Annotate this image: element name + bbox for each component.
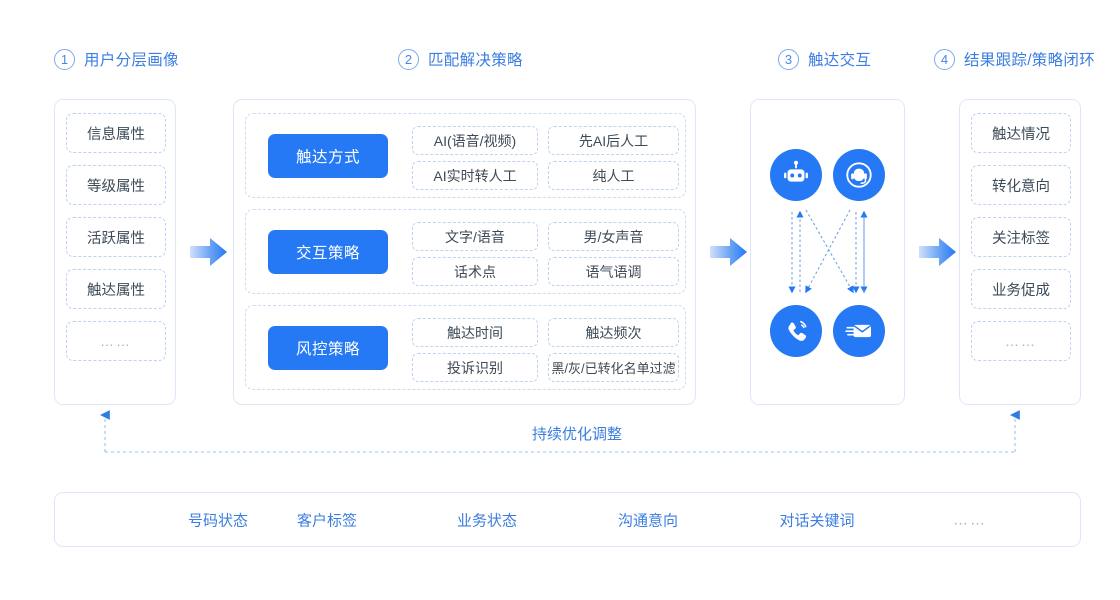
strategy-option-1-3[interactable]: AI实时转人工 <box>412 161 538 190</box>
chip-col4-4[interactable]: 业务促成 <box>971 269 1071 309</box>
chip-col1-1[interactable]: 信息属性 <box>66 113 166 153</box>
chip-col4-more[interactable]: …… <box>971 321 1071 361</box>
panel-touch-interaction <box>750 99 905 405</box>
stage-number-3: 3 <box>778 48 799 70</box>
data-source-item-1[interactable]: 号码状态 <box>187 512 249 529</box>
chip-col1-2[interactable]: 等级属性 <box>66 165 166 205</box>
strategy-label-3[interactable]: 风控策略 <box>268 326 388 370</box>
strategy-option-3-4[interactable]: 黑/灰/已转化名单过滤 <box>548 353 679 382</box>
data-source-item-3[interactable]: 业务状态 <box>456 512 518 529</box>
stage-title-4: 结果跟踪/策略闭环 <box>964 52 1096 69</box>
panel-result-tracking: 触达情况 转化意向 关注标签 业务促成 …… <box>959 99 1081 405</box>
robot-icon[interactable] <box>770 149 822 201</box>
stage-number-1: 1 <box>54 48 75 70</box>
stage-title-2: 匹配解决策略 <box>428 52 523 69</box>
flow-arrow-2-to-3 <box>710 237 748 267</box>
data-source-item-2[interactable]: 客户标签 <box>296 512 358 529</box>
message-envelope-icon[interactable] <box>833 305 885 357</box>
strategy-label-1[interactable]: 触达方式 <box>268 134 388 178</box>
strategy-option-3-3[interactable]: 投诉识别 <box>412 353 538 382</box>
strategy-option-1-4[interactable]: 纯人工 <box>548 161 679 190</box>
stage-title-1: 用户分层画像 <box>84 52 179 69</box>
data-source-bar: 号码状态 客户标签 业务状态 沟通意向 对话关键词 …… <box>54 492 1081 547</box>
chip-col4-2[interactable]: 转化意向 <box>971 165 1071 205</box>
stage-number-2: 2 <box>398 48 419 70</box>
strategy-group-1: 触达方式 AI(语音/视频) 先AI后人工 AI实时转人工 纯人工 <box>245 113 686 198</box>
stage-header-3: 3 触达交互 <box>778 48 871 70</box>
headset-agent-icon[interactable] <box>833 149 885 201</box>
chip-col4-1[interactable]: 触达情况 <box>971 113 1071 153</box>
data-source-item-5[interactable]: 对话关键词 <box>779 512 855 529</box>
strategy-label-2[interactable]: 交互策略 <box>268 230 388 274</box>
data-source-item-more[interactable]: …… <box>953 511 987 528</box>
stage-number-4: 4 <box>934 48 955 70</box>
stage-header-4: 4 结果跟踪/策略闭环 <box>934 48 1095 70</box>
strategy-group-2: 交互策略 文字/语音 男/女声音 话术点 语气语调 <box>245 209 686 294</box>
chip-col4-3[interactable]: 关注标签 <box>971 217 1071 257</box>
data-source-item-4[interactable]: 沟通意向 <box>617 512 679 529</box>
chip-col1-4[interactable]: 触达属性 <box>66 269 166 309</box>
strategy-option-1-2[interactable]: 先AI后人工 <box>548 126 679 155</box>
flow-arrow-3-to-4 <box>919 237 957 267</box>
chip-col1-3[interactable]: 活跃属性 <box>66 217 166 257</box>
stage-header-2: 2 匹配解决策略 <box>398 48 523 70</box>
feedback-loop-label: 持续优化调整 <box>522 423 633 444</box>
strategy-option-3-2[interactable]: 触达频次 <box>548 318 679 347</box>
interaction-connectors <box>788 209 868 294</box>
panel-strategy-matching: 触达方式 AI(语音/视频) 先AI后人工 AI实时转人工 纯人工 交互策略 文… <box>233 99 696 405</box>
panel-user-profile: 信息属性 等级属性 活跃属性 触达属性 …… <box>54 99 176 405</box>
flow-arrow-1-to-2 <box>190 237 228 267</box>
strategy-option-3-1[interactable]: 触达时间 <box>412 318 538 347</box>
phone-call-icon[interactable] <box>770 305 822 357</box>
stage-title-3: 触达交互 <box>808 52 872 69</box>
chip-col1-more[interactable]: …… <box>66 321 166 361</box>
stage-header-1: 1 用户分层画像 <box>54 48 179 70</box>
strategy-group-3: 风控策略 触达时间 触达频次 投诉识别 黑/灰/已转化名单过滤 <box>245 305 686 390</box>
strategy-option-1-1[interactable]: AI(语音/视频) <box>412 126 538 155</box>
strategy-option-2-1[interactable]: 文字/语音 <box>412 222 538 251</box>
strategy-option-2-4[interactable]: 语气语调 <box>548 257 679 286</box>
strategy-option-2-2[interactable]: 男/女声音 <box>548 222 679 251</box>
strategy-option-2-3[interactable]: 话术点 <box>412 257 538 286</box>
